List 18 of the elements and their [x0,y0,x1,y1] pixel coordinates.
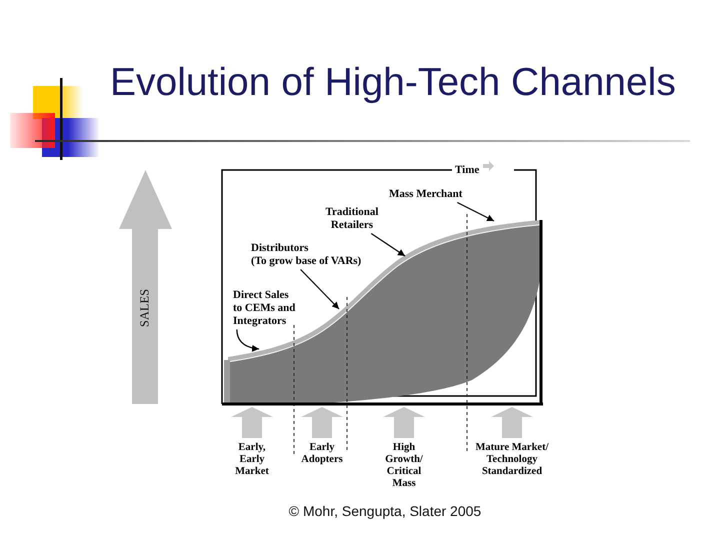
stage-label: Early Adopters [300,442,344,466]
callout-label: Traditional Retailers [320,206,384,232]
leader-line [370,233,406,256]
block-arrow [119,170,172,404]
slide-title: Evolution of High-Tech Channels [110,63,676,102]
stage-label: High Growth/ Critical Mass [384,442,424,490]
callout-note: (To grow base of VARs) [251,255,362,268]
leader-line [300,269,340,310]
leader-line [236,329,260,352]
callout-label: Mass Merchant [389,188,462,201]
stage-label: Mature Market/ Technology Standardized [474,442,550,478]
axis-label: SALES [138,288,152,328]
callout-heading: Distributors [251,242,310,255]
leader-line [457,202,494,222]
callout-label: Direct Sales to CEMs and Integrators [233,289,297,328]
caption-text: © Mohr, Sengupta, Slater 2005 [288,503,482,519]
axis-label: Time [455,164,480,177]
stage-label: Early, Early Market [234,442,270,478]
